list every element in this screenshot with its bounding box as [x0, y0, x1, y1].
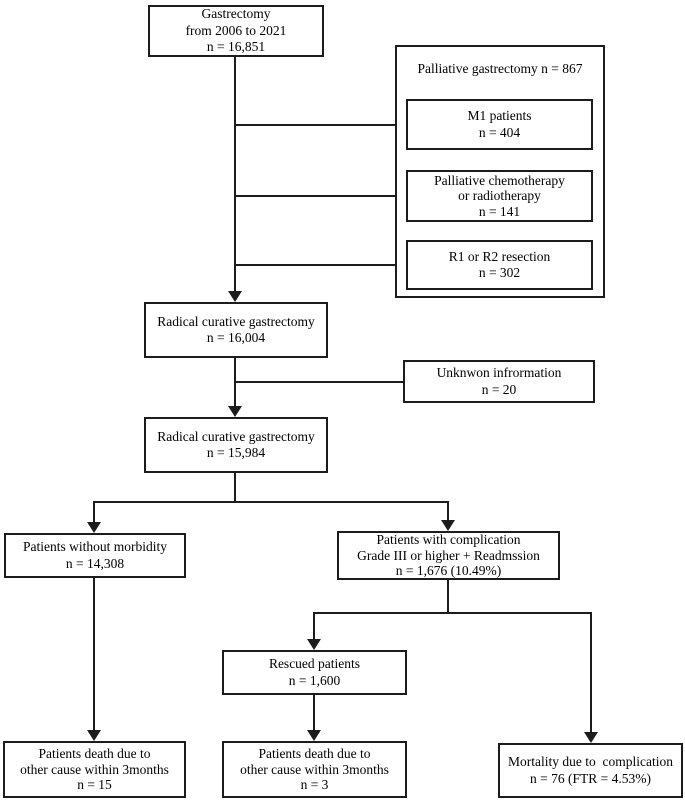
arrow-down-icon	[307, 730, 321, 741]
arrow-down-icon	[584, 732, 598, 743]
connector-complication-stem	[447, 580, 449, 614]
connector-branch-chemo	[234, 195, 406, 197]
node-text: Radical curative gastrectomy	[157, 428, 315, 444]
node-text: R1 or R2 resection	[448, 248, 551, 264]
node-text: n = 15	[77, 777, 112, 793]
connector-split-bar	[93, 501, 449, 503]
node-text: Palliative chemotherapy	[434, 172, 565, 188]
node-text: Patients death due to	[38, 746, 151, 762]
node-without-morbidity: Patients without morbidity n = 14,308	[4, 533, 186, 578]
connector-to-without-morbidity	[93, 501, 95, 523]
connector-branch-unknown	[234, 381, 403, 383]
connector-split-bar-2	[313, 612, 592, 614]
node-mortality-ftr: Mortality due to complication n = 76 (FT…	[498, 743, 683, 798]
node-unknown-information: Unknwon infrormation n = 20	[403, 360, 595, 403]
node-text: Unknwon infrormation	[436, 365, 562, 380]
node-text: n = 3	[300, 777, 329, 793]
node-rescued-patients: Rescued patients n = 1,600	[222, 650, 407, 695]
connector-branch-m1	[234, 124, 406, 126]
connector-rescued-to-death	[313, 695, 315, 731]
node-text: Patients death due to	[258, 746, 371, 762]
node-text: Patients without morbidity	[23, 539, 167, 554]
node-text: Grade III or higher + Readmssion	[357, 547, 540, 563]
arrow-down-icon	[87, 522, 101, 533]
node-text: Palliative gastrectomy	[417, 61, 538, 76]
node-radical-15984: Radical curative gastrectomy n = 15,984	[144, 417, 328, 473]
connector-to-mortality	[590, 612, 592, 733]
connector-16004-to-15984	[234, 358, 236, 408]
node-text: other cause within 3months	[240, 761, 389, 777]
node-text: n = 302	[478, 265, 521, 280]
node-text: Patients with complication	[376, 532, 521, 548]
connector-to-rescued	[313, 612, 315, 641]
node-r1-r2-resection: R1 or R2 resection n = 302	[406, 240, 593, 290]
node-text: or radiotherapy	[458, 188, 541, 204]
node-text: n = 76 (FTR = 4.53%)	[530, 770, 651, 786]
node-death-other-cause-left: Patients death due to other cause within…	[3, 741, 186, 798]
node-text: n = 14,308	[65, 555, 125, 571]
node-gastrectomy: Gastrectomy from 2006 to 2021 n = 16,851	[148, 5, 324, 57]
node-text: n = 404	[478, 124, 521, 140]
node-death-other-cause-mid: Patients death due to other cause within…	[222, 741, 407, 798]
arrow-down-icon	[228, 291, 242, 302]
node-text: n = 20	[481, 381, 517, 397]
node-text: Mortality due to complication	[508, 754, 673, 769]
node-text: n = 16,004	[206, 330, 266, 345]
node-text: n = 1,600	[288, 672, 341, 688]
connector-15984-stem	[234, 473, 236, 503]
connector-to-complication	[447, 501, 449, 521]
arrow-down-icon	[87, 730, 101, 741]
connector-morbidity-to-death	[93, 578, 95, 731]
node-m1-patients: M1 patients n = 404	[406, 99, 593, 150]
connector-top-to-16004	[234, 57, 236, 293]
node-text: from 2006 to 2021	[185, 22, 287, 38]
node-text: Rescued patients	[268, 656, 361, 671]
node-palliative-chemo: Palliative chemotherapy or radiotherapy …	[406, 170, 593, 222]
node-text: n = 16,851	[206, 39, 266, 55]
arrow-down-icon	[228, 406, 242, 417]
node-text: n = 141	[478, 203, 521, 219]
node-text: n = 867	[541, 61, 583, 76]
palliative-group-header: Palliative gastrectomy n = 867	[397, 47, 603, 77]
node-text: n = 15,984	[206, 445, 266, 460]
connector-branch-r1r2	[234, 264, 406, 266]
node-text: M1 patients	[467, 108, 532, 123]
node-with-complication: Patients with complication Grade III or …	[337, 531, 560, 580]
node-text: Radical curative gastrectomy	[157, 313, 315, 329]
node-text: other cause within 3months	[20, 761, 169, 777]
arrow-down-icon	[307, 639, 321, 650]
node-text: n = 1,676 (10.49%)	[395, 563, 502, 579]
node-radical-16004: Radical curative gastrectomy n = 16,004	[144, 302, 328, 358]
arrow-down-icon	[441, 520, 455, 531]
node-text: Gastrectomy	[201, 6, 271, 22]
